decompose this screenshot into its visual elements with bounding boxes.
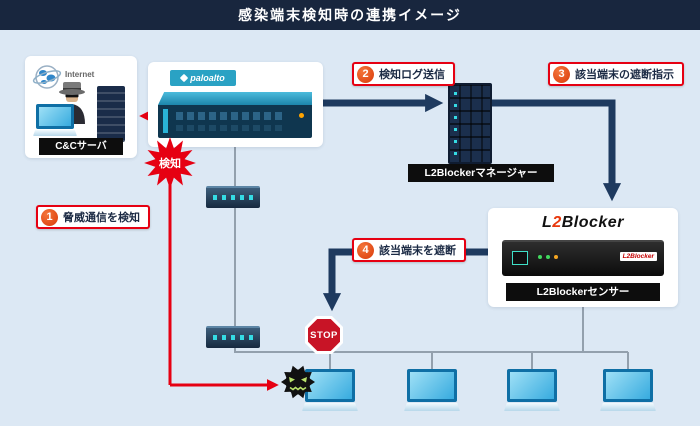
detection-burst-label: 検知 xyxy=(159,158,181,170)
cnc-laptop-icon xyxy=(33,104,77,136)
cnc-server-group: Internet C&Cサーバ xyxy=(25,56,137,158)
sensor-device: L2Blocker xyxy=(502,240,664,276)
sensor-device-label: L2Blocker xyxy=(619,252,657,261)
callout-step-2: 2 検知ログ送信 xyxy=(352,62,455,86)
paloalto-logo-icon xyxy=(179,73,189,83)
network-switch-1 xyxy=(206,186,260,208)
cnc-server-label: C&Cサーバ xyxy=(39,138,123,155)
laptop-base xyxy=(600,403,656,411)
endpoint-laptop-2 xyxy=(404,369,460,411)
cnc-server-rack-icon xyxy=(97,86,125,142)
laptop-base xyxy=(302,403,358,411)
lan-lines xyxy=(234,147,629,370)
l2blocker-manager-rack xyxy=(448,83,492,164)
step-1-text: 脅威通信を検知 xyxy=(63,212,140,224)
l2blocker-logo-l: L xyxy=(542,214,553,231)
laptop-screen xyxy=(407,369,457,402)
laptop-base xyxy=(33,130,77,136)
callout-step-4: 4 該当端末を遮断 xyxy=(352,238,466,262)
l2blocker-logo-2: 2 xyxy=(552,214,562,231)
firewall-accent-strip xyxy=(163,109,168,133)
sensor-leds xyxy=(538,255,542,259)
endpoint-laptop-4 xyxy=(600,369,656,411)
firewall-ports-row2 xyxy=(176,125,284,131)
firewall-device xyxy=(158,92,312,138)
internet-label: Internet xyxy=(65,70,95,79)
endpoint-laptop-1 xyxy=(302,369,358,411)
step-4-text: 該当端末を遮断 xyxy=(379,245,456,257)
switch-ports xyxy=(213,195,255,200)
rack-led-dots xyxy=(454,92,457,95)
sensor-port xyxy=(512,251,528,265)
step-3-badge: 3 xyxy=(553,65,570,83)
callout-step-1: 1 脅威通信を検知 xyxy=(36,205,150,229)
stop-sign-label: STOP xyxy=(310,329,338,341)
stop-sign-face: STOP xyxy=(308,319,340,351)
page-title: 感染端末検知時の連携イメージ xyxy=(0,0,700,30)
step-2-badge: 2 xyxy=(357,65,374,83)
l2blocker-logo: L2Blocker xyxy=(488,214,678,232)
laptop-screen xyxy=(36,104,74,129)
paloalto-logo: paloalto xyxy=(170,70,236,86)
step-3-text: 該当端末の遮断指示 xyxy=(575,69,674,81)
firewall-top-face xyxy=(158,92,312,105)
laptop-screen xyxy=(507,369,557,402)
l2blocker-manager-label: L2Blockerマネージャー xyxy=(408,164,554,182)
step-1-badge: 1 xyxy=(41,208,58,226)
paloalto-logo-text: paloalto xyxy=(190,73,225,83)
firewall-led xyxy=(299,113,304,118)
laptop-screen xyxy=(305,369,355,402)
l2blocker-sensor-label: L2Blockerセンサー xyxy=(506,283,660,301)
firewall-front-face xyxy=(158,105,312,138)
l2blocker-logo-rest: Blocker xyxy=(561,214,624,231)
step-4-badge: 4 xyxy=(357,241,374,259)
network-switch-2 xyxy=(206,326,260,348)
laptop-base xyxy=(504,403,560,411)
endpoint-laptop-3 xyxy=(504,369,560,411)
l2blocker-sensor-group: L2Blocker L2Blocker L2Blockerセンサー xyxy=(488,208,678,307)
detection-burst: 検知 xyxy=(143,136,197,190)
stop-sign: STOP xyxy=(305,316,343,354)
malware-icon xyxy=(281,365,315,399)
firewall-ports xyxy=(176,112,284,120)
step-2-text: 検知ログ送信 xyxy=(379,69,445,81)
internet-globe-icon xyxy=(32,65,62,89)
starburst-icon xyxy=(144,137,196,189)
laptop-screen xyxy=(603,369,653,402)
callout-step-3: 3 該当端末の遮断指示 xyxy=(548,62,684,86)
laptop-base xyxy=(404,403,460,411)
switch-ports xyxy=(213,335,255,340)
paloalto-firewall-group: paloalto xyxy=(148,62,323,147)
